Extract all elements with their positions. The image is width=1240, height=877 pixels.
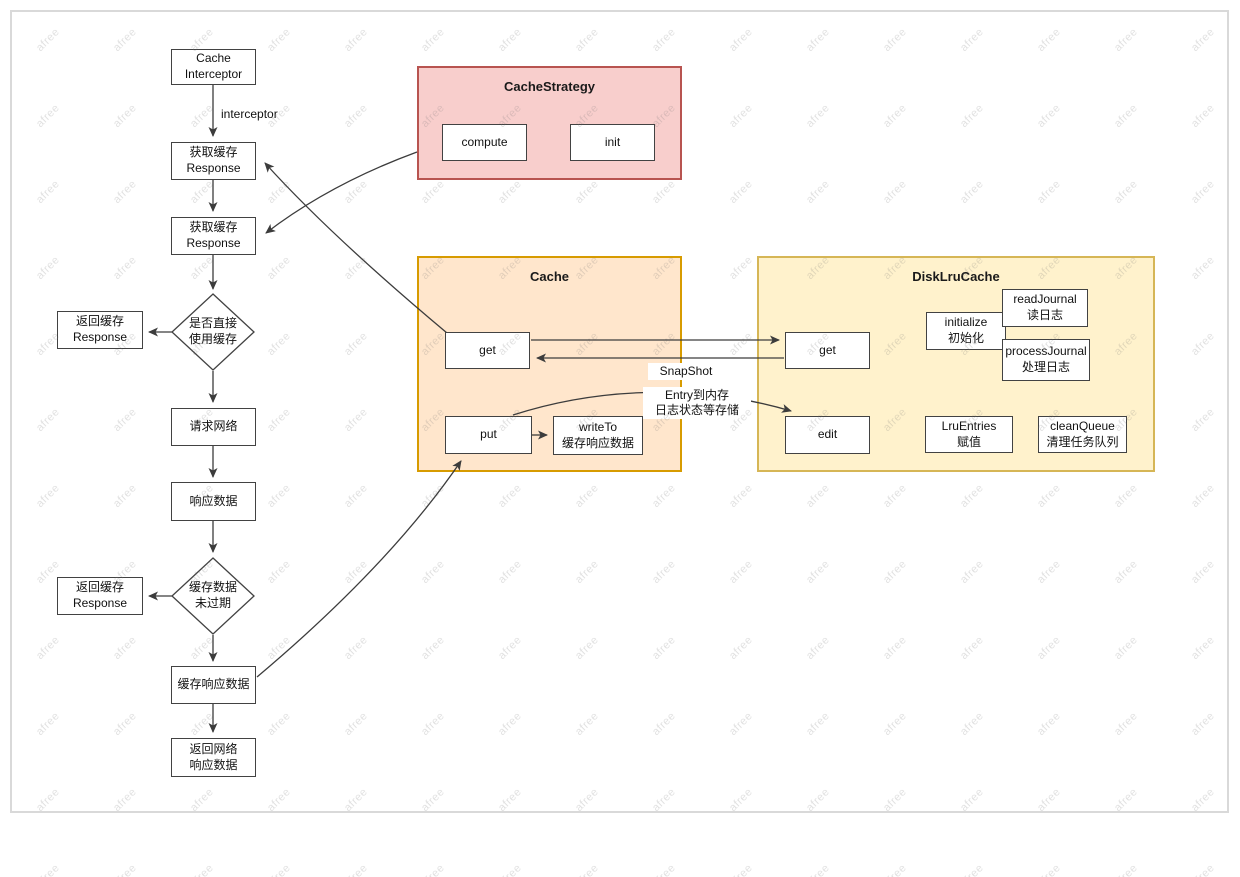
decision-not-expired-label: 缓存数据 未过期 [188, 580, 237, 610]
node-response-data: 响应数据 [171, 482, 256, 521]
disk-lru-cache-title: DiskLruCache [912, 269, 1000, 284]
edge-label-entry: Entry到内存 日志状态等存储 [643, 387, 751, 419]
node-get-cache-response-1: 获取缓存 Response [171, 142, 256, 180]
decision-direct-label: 是否直接 使用缓存 [188, 316, 237, 346]
node-read-journal: readJournal 读日志 [1002, 289, 1088, 327]
node-request-network: 请求网络 [171, 408, 256, 446]
watermark: afree [111, 862, 139, 877]
watermark: afree [188, 862, 216, 877]
node-disk-get: get [785, 332, 870, 369]
node-cache-put: put [445, 416, 532, 454]
node-edit: edit [785, 416, 870, 454]
watermark: afree [34, 862, 62, 877]
node-return-cache-response-2: 返回缓存 Response [57, 577, 143, 615]
node-cache-response-data: 缓存响应数据 [171, 666, 256, 704]
cache-strategy-title: CacheStrategy [503, 79, 596, 94]
node-compute: compute [442, 124, 527, 161]
node-return-cache-response-1: 返回缓存 Response [57, 311, 143, 349]
cache-strategy-container: CacheStrategy [417, 66, 682, 180]
node-cache-interceptor: Cache Interceptor [171, 49, 256, 85]
watermark: afree [881, 862, 909, 877]
node-initialize: initialize 初始化 [926, 312, 1006, 350]
watermark: afree [419, 862, 447, 877]
watermark: afree [573, 862, 601, 877]
watermark: afree [1189, 862, 1217, 877]
watermark: afree [804, 862, 832, 877]
watermark: afree [342, 862, 370, 877]
watermark: afree [496, 862, 524, 877]
watermark: afree [1035, 862, 1063, 877]
edge-label-snapshot: SnapShot [648, 363, 724, 380]
watermark: afree [650, 862, 678, 877]
node-cache-get: get [445, 332, 530, 369]
watermark: afree [958, 862, 986, 877]
node-get-cache-response-2: 获取缓存 Response [171, 217, 256, 255]
cache-title: Cache [529, 269, 570, 284]
watermark: afree [727, 862, 755, 877]
node-return-network-data: 返回网络 响应数据 [171, 738, 256, 777]
node-lru-entries: LruEntries 赋值 [925, 416, 1013, 453]
node-write-to: writeTo 缓存响应数据 [553, 416, 643, 455]
edge-label-interceptor: interceptor [219, 106, 278, 123]
watermark: afree [265, 862, 293, 877]
node-init: init [570, 124, 655, 161]
node-clean-queue: cleanQueue 清理任务队列 [1038, 416, 1127, 453]
node-process-journal: processJournal 处理日志 [1002, 339, 1090, 381]
watermark: afree [1112, 862, 1140, 877]
